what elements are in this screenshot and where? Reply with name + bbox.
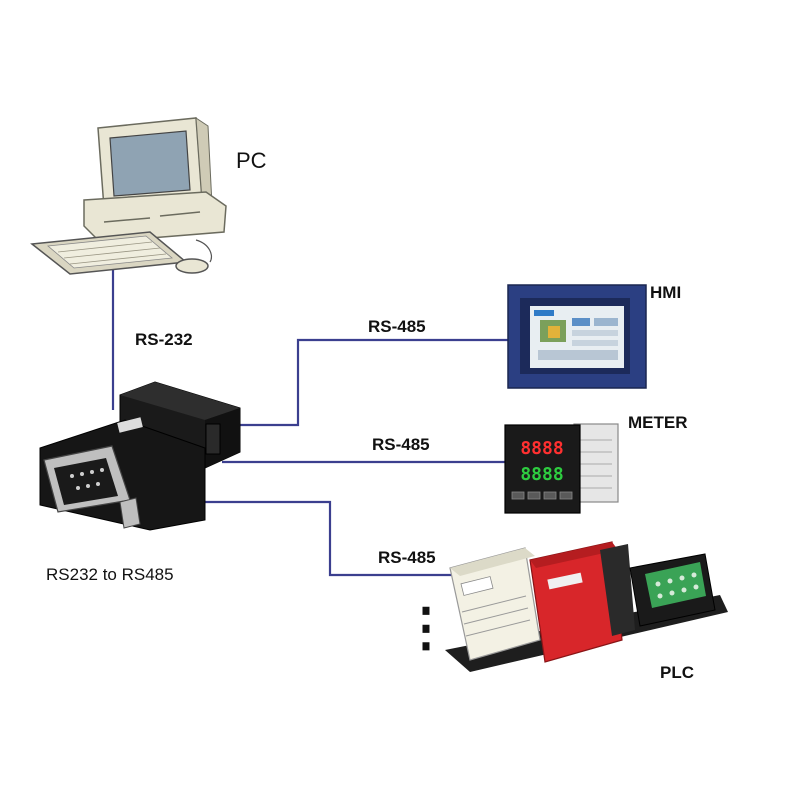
converter-badge (117, 417, 143, 433)
meter-display-top: 8888 (520, 438, 563, 459)
hmi-device: HMI (507, 283, 681, 389)
converter-label: RS232 to RS485 (46, 565, 174, 584)
more-devices-marker: ⋮ (400, 599, 452, 657)
pc-monitor-screen (109, 130, 191, 197)
meter-display-bottom: 8888 (520, 464, 563, 485)
meter-key (511, 491, 525, 500)
pc-label: PC (236, 148, 267, 173)
pc-mouse (175, 258, 209, 274)
meter-key (527, 491, 541, 500)
pc-computer: PC (30, 117, 267, 275)
meter-label: METER (628, 413, 688, 432)
plc-dark-module (600, 544, 635, 636)
link-label-rs232: RS-232 (135, 330, 193, 349)
link-rs485-plc (150, 500, 455, 577)
plc-label: PLC (660, 663, 694, 682)
pc-system-unit (83, 191, 227, 243)
link-label-rs485-plc: RS-485 (378, 548, 436, 567)
link-label-rs485-meter: RS-485 (372, 435, 430, 454)
converter-device: RS232 to RS485 (39, 381, 241, 584)
plc-device: PLC (445, 541, 728, 682)
meter-device: 8888 8888 METER (504, 413, 688, 514)
hmi-label: HMI (650, 283, 681, 302)
connection-lines (111, 265, 508, 577)
meter-key (543, 491, 557, 500)
link-rs485-hmi (240, 338, 508, 427)
link-label-rs485-hmi: RS-485 (368, 317, 426, 336)
meter-key (559, 491, 573, 500)
